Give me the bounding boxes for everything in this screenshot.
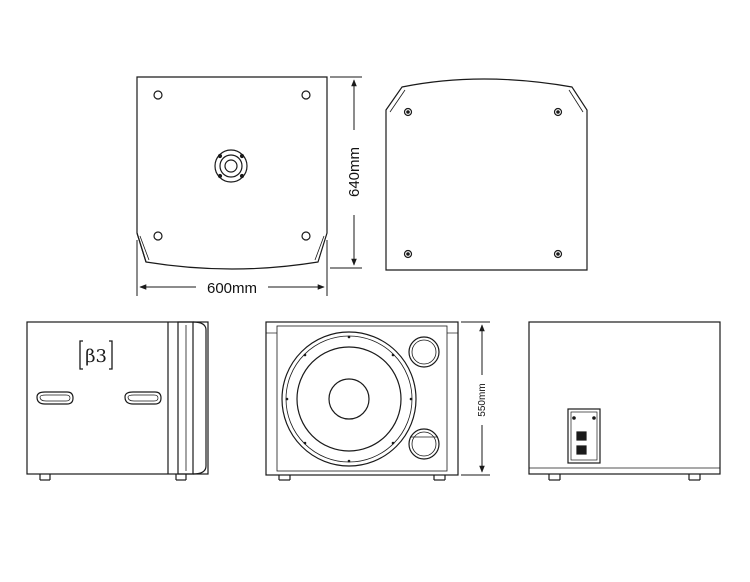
pole-mount: [214, 149, 248, 183]
width-label: 600mm: [207, 280, 257, 297]
connector-panel: [567, 408, 601, 464]
height-dimension: [461, 321, 490, 476]
top-view: [136, 76, 328, 270]
mount-hole: [153, 231, 163, 241]
rear-view: [528, 321, 721, 481]
woofer-screws: [285, 335, 413, 463]
bottom-view: [385, 78, 588, 271]
woofer: [281, 331, 417, 467]
bass-port-bottom: [408, 428, 440, 460]
mount-hole: [153, 90, 163, 100]
brand-logo: β3: [79, 340, 113, 370]
bass-port-top: [408, 336, 440, 368]
logo-text: β3: [85, 346, 107, 367]
depth-dimension: [330, 76, 362, 269]
mount-hole: [301, 231, 311, 241]
front-view: [265, 321, 459, 481]
width-dimension: [136, 240, 328, 296]
height-label: 550mm: [477, 383, 488, 416]
mount-hole: [301, 90, 311, 100]
side-view: [26, 321, 209, 481]
depth-label: 640mm: [346, 147, 363, 197]
